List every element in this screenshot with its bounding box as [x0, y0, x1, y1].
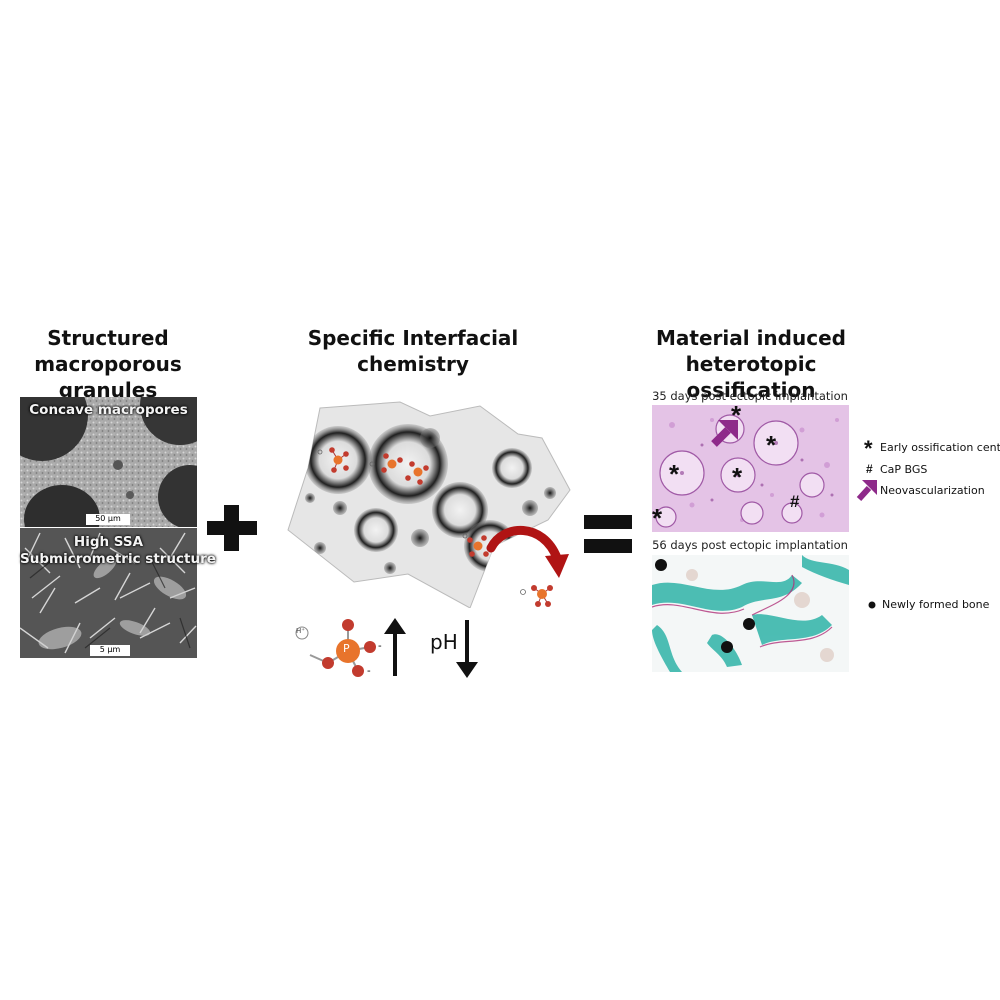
- legend-cap-bgs: CaP BGS: [880, 463, 928, 476]
- equals-icon: [584, 515, 632, 553]
- bone-dot-1: [655, 559, 667, 571]
- legend-bone-dot: [868, 601, 876, 609]
- down-arrow-icon: [456, 620, 478, 678]
- released-phosphate-icon: [520, 585, 553, 607]
- histology-35-days: [652, 405, 849, 532]
- phosphorus-label: P: [343, 642, 350, 655]
- scale-bar-5um: 5 µm: [90, 645, 130, 656]
- left-title-line1: Structured: [47, 326, 169, 350]
- bone-dot-3: [721, 641, 733, 653]
- phosphate-cluster-3: [467, 535, 489, 557]
- caption-35-days: 35 days post ectopic implantation: [652, 389, 848, 403]
- bone-dot-2: [743, 618, 755, 630]
- phosphate-cluster-1: [329, 447, 349, 473]
- sem-image-macropores: [20, 397, 197, 527]
- histology-56-days: [652, 555, 849, 672]
- histology-56-graphic: [652, 555, 849, 672]
- label-high-ssa: High SSA Submicrometric structure: [20, 534, 216, 568]
- granule-surface-diagram: [287, 401, 571, 608]
- ossification-asterisk-1: *: [731, 400, 742, 430]
- middle-title-line2: chemistry: [357, 352, 469, 376]
- middle-panel-title: Specific Interfacial chemistry: [300, 325, 526, 377]
- phosphate-cluster-2: [381, 453, 429, 485]
- ossification-asterisk-2: *: [766, 430, 777, 460]
- right-title-line2: heterotopic ossification: [685, 352, 817, 402]
- legend-purple-arrow-icon: [856, 480, 877, 502]
- ossification-asterisk-4: *: [732, 462, 743, 492]
- left-title-line2: macroporous granules: [34, 352, 182, 402]
- neovascularization-arrow-on-image: [711, 420, 738, 447]
- legend-newly-formed-bone: Newly formed bone: [882, 598, 990, 611]
- sem-macropores-graphic: [20, 397, 197, 527]
- right-panel-title: Material induced heterotopic ossificatio…: [628, 325, 874, 403]
- sem-submicro-graphic: [20, 528, 197, 658]
- legend-early-ossification: Early ossification centers: [880, 441, 1000, 454]
- left-panel-title: Structured macroporous granules: [0, 325, 216, 403]
- label-concave-macropores: Concave macropores: [29, 402, 188, 418]
- minus-charge-1: -: [378, 640, 382, 652]
- label-high-ssa-line1: High SSA: [73, 534, 144, 550]
- release-arrow-icon: [486, 525, 569, 578]
- scale-5um-text: 5 µm: [99, 645, 121, 654]
- ph-label: pH: [430, 630, 458, 654]
- label-high-ssa-line2: Submicrometric structure: [20, 551, 216, 567]
- histology-35-graphic: [652, 405, 849, 532]
- legend-hash-symbol: #: [866, 462, 873, 476]
- scale-50um-text: 50 µm: [95, 514, 121, 523]
- scale-bar-50um: 50 µm: [86, 514, 130, 525]
- right-title-line1: Material induced: [656, 326, 846, 350]
- sem-image-submicrometric: [20, 528, 197, 658]
- caption-56-days: 56 days post ectopic implantation: [652, 538, 848, 552]
- minus-charge-2: -: [367, 665, 371, 677]
- middle-title-line1: Specific Interfacial: [307, 326, 519, 350]
- ossification-asterisk-3: *: [669, 459, 680, 489]
- phosphate-molecule-diagram: [295, 619, 376, 677]
- up-arrow-icon: [384, 618, 406, 676]
- legend-asterisk-symbol: *: [864, 436, 873, 461]
- legend-neovascularization: Neovascularization: [880, 484, 985, 497]
- bgs-hash-mark: #: [790, 492, 800, 511]
- h-plus-label: H⁺: [296, 627, 305, 635]
- ossification-asterisk-5: *: [652, 503, 663, 533]
- plus-icon: [207, 505, 257, 551]
